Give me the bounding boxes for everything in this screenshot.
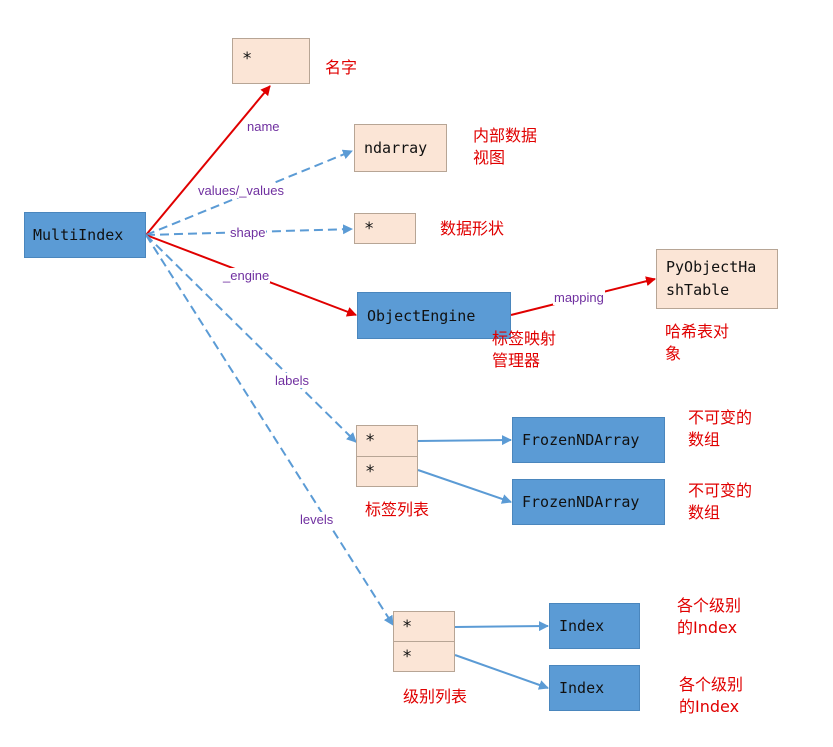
ndarray-node: ndarray: [354, 124, 447, 172]
pyobject-line2: shTable: [666, 281, 730, 299]
pyobject-line1: PyObjectHa: [666, 258, 757, 276]
edge-label-name: name: [246, 119, 281, 134]
note-engine-line1: 标签映射: [492, 329, 557, 348]
note-levels-list: 级别列表: [403, 686, 467, 708]
edge-labels-to-frozen2: [417, 469, 512, 504]
note-index-2-line1: 各个级别: [679, 675, 744, 694]
edge-values: [145, 149, 353, 236]
note-labels-list-line1: 标签列表: [365, 500, 430, 519]
note-name: 名字: [325, 57, 357, 79]
edge-labels-to-frozen1: [417, 435, 512, 446]
note-hashtable: 哈希表对 象: [665, 321, 729, 365]
note-frozen-1-line1: 不可变的: [688, 408, 753, 427]
note-shape: 数据形状: [440, 218, 504, 240]
labels-list-cell-1: *: [356, 425, 418, 457]
pyobject-hashtable-node: PyObjectHa shTable: [656, 249, 778, 309]
note-hashtable-line2: 象: [665, 344, 682, 363]
index-node-1: Index: [549, 603, 640, 649]
objectengine-node: ObjectEngine: [357, 292, 511, 339]
note-levels-list-line1: 级别列表: [403, 687, 468, 706]
note-ndarray-line1: 内部数据: [473, 126, 538, 145]
note-ndarray: 内部数据 视图: [473, 125, 537, 169]
note-labels-list: 标签列表: [365, 499, 429, 521]
edge-levels-to-index1: [454, 621, 549, 632]
note-index-2: 各个级别 的Index: [679, 674, 743, 718]
edge-name: [145, 85, 271, 236]
edge-levels-to-index2: [454, 654, 549, 690]
edge-label-mapping: mapping: [553, 290, 605, 305]
frozen-ndarray-node-1: FrozenNDArray: [512, 417, 665, 463]
note-name-line1: 名字: [325, 58, 358, 77]
note-frozen-2-line1: 不可变的: [688, 481, 753, 500]
note-engine: 标签映射 管理器: [492, 328, 556, 372]
frozen-ndarray-node-2: FrozenNDArray: [512, 479, 665, 525]
levels-list-cell-2: *: [393, 641, 455, 672]
note-shape-line1: 数据形状: [440, 219, 505, 238]
note-frozen-1-line2: 数组: [688, 430, 721, 449]
multiindex-node: MultiIndex: [24, 212, 146, 258]
labels-list-cell-2: *: [356, 456, 418, 487]
index-node-2: Index: [549, 665, 640, 711]
name-node: *: [232, 38, 310, 84]
shape-node: *: [354, 213, 416, 244]
note-engine-line2: 管理器: [492, 351, 541, 370]
note-index-1-line1: 各个级别: [677, 596, 742, 615]
edge-label-values: values/_values: [197, 183, 285, 198]
edge-label-levels: levels: [299, 512, 335, 527]
note-index-1: 各个级别 的Index: [677, 595, 741, 639]
edge-levels: [145, 234, 394, 626]
edge-label-labels: labels: [274, 373, 310, 388]
note-index-1-line2: 的Index: [677, 618, 738, 637]
edge-labels: [145, 234, 357, 443]
edge-label-shape: shape: [229, 225, 267, 240]
note-frozen-1: 不可变的 数组: [688, 407, 752, 451]
note-ndarray-line2: 视图: [473, 148, 506, 167]
note-index-2-line2: 的Index: [679, 697, 740, 716]
edge-label-engine: _engine: [222, 268, 271, 283]
note-hashtable-line1: 哈希表对: [665, 322, 730, 341]
note-frozen-2: 不可变的 数组: [688, 480, 752, 524]
levels-list-cell-1: *: [393, 611, 455, 642]
note-frozen-2-line2: 数组: [688, 503, 721, 522]
